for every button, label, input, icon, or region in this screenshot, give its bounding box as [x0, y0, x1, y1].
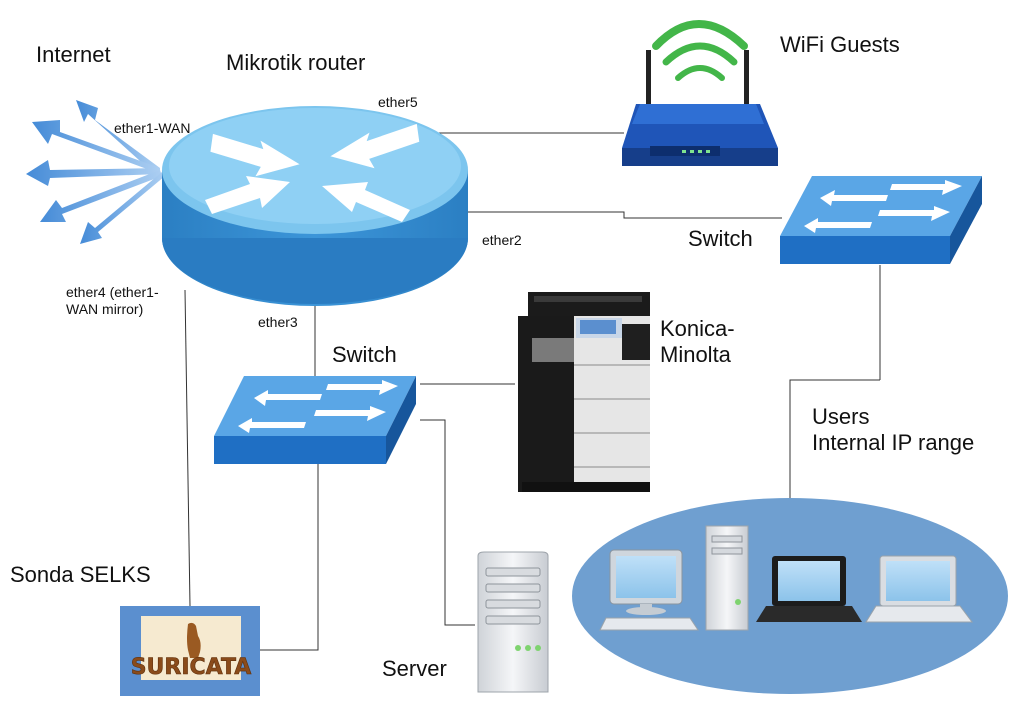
mikrotik-router-icon: [162, 106, 468, 306]
sonda-selks-label: Sonda SELKS: [10, 562, 151, 587]
users-network-group: [572, 498, 1008, 694]
internet-label: Internet: [36, 42, 111, 67]
desktop-monitor-icon: [599, 549, 699, 631]
printer-label: Konica- Minolta: [660, 316, 735, 368]
ether4-label: ether4 (ether1- WAN mirror): [66, 284, 159, 317]
link-switch-center-suricata: [260, 462, 319, 651]
link-switch-center-server: [420, 419, 475, 626]
link-ether2-switch-right: [468, 211, 782, 219]
laptop-silver-icon: [865, 555, 973, 623]
router-label: Mikrotik router: [226, 50, 366, 75]
suricata-box: SURICATA: [120, 606, 260, 696]
ether5-label: ether5: [378, 94, 418, 110]
switch-center-icon: [214, 376, 416, 464]
server-icon: [477, 551, 549, 693]
users-label: Users Internal IP range: [812, 404, 975, 456]
server-label: Server: [382, 656, 447, 681]
link-ether4-suricata: [184, 289, 191, 607]
meerkat-logo-icon: [187, 622, 201, 658]
internet-arrows-icon: [26, 100, 165, 244]
laptop-dark-icon: [756, 556, 862, 622]
konica-minolta-printer-icon: [518, 292, 650, 492]
desktop-tower-icon: [705, 525, 749, 631]
wifi-router-icon: [622, 20, 778, 166]
connection-lines: [184, 132, 881, 651]
switch-right-label: Switch: [688, 226, 753, 251]
ether3-label: ether3: [258, 314, 298, 330]
switch-center-label: Switch: [332, 342, 397, 367]
link-users-vertical: [789, 379, 880, 500]
wifi-guests-label: WiFi Guests: [780, 32, 900, 57]
switch-right-icon: [780, 176, 982, 264]
suricata-logo-text: SURICATA: [131, 655, 252, 680]
ether1-label: ether1-WAN: [114, 120, 191, 136]
ether2-label: ether2: [482, 232, 522, 248]
